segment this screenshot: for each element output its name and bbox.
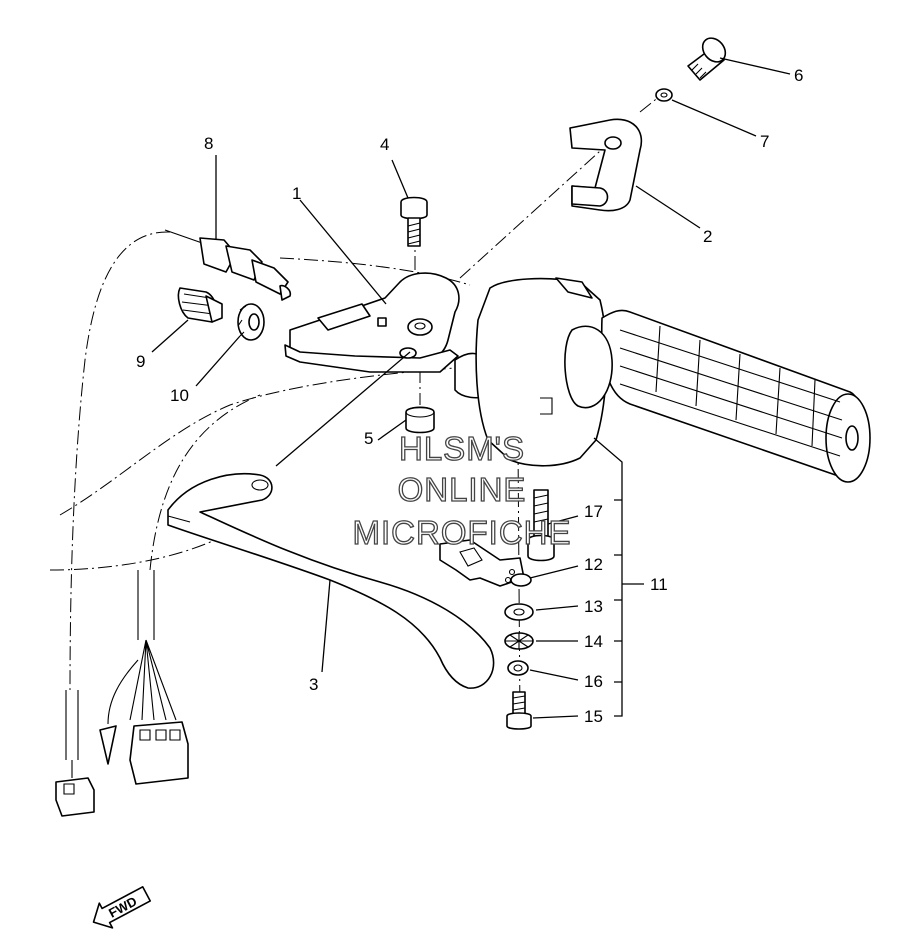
callout-17: 17 bbox=[584, 502, 603, 521]
part-6-screw bbox=[687, 37, 727, 81]
handlebar-grip bbox=[564, 309, 871, 483]
part-16-washer bbox=[507, 660, 529, 676]
callout-8: 8 bbox=[204, 134, 213, 153]
part-17-bolt bbox=[527, 489, 555, 562]
callout-16: 16 bbox=[584, 672, 603, 691]
callout-1: 1 bbox=[292, 184, 301, 203]
callout-4: 4 bbox=[380, 135, 389, 154]
callout-12: 12 bbox=[584, 555, 603, 574]
part-5-nut bbox=[405, 406, 435, 434]
fwd-label: FWD bbox=[106, 894, 139, 921]
callout-10: 10 bbox=[170, 386, 189, 405]
callout-2: 2 bbox=[703, 227, 712, 246]
callout-11: 11 bbox=[650, 575, 668, 594]
part-10-locknut bbox=[237, 303, 265, 341]
part-7-washer bbox=[655, 88, 673, 102]
part-15-screw bbox=[506, 691, 532, 730]
part-9-nut bbox=[177, 287, 223, 323]
callout-9: 9 bbox=[136, 352, 145, 371]
watermark-line-2: ONLINE bbox=[398, 471, 527, 508]
watermark-line-3: MICROFICHE bbox=[353, 514, 572, 551]
part-8-cable-adjuster bbox=[164, 229, 292, 301]
fwd-arrow: FWD bbox=[92, 886, 152, 929]
callout-5: 5 bbox=[364, 429, 373, 448]
callout-14: 14 bbox=[584, 632, 603, 651]
part-1-bracket bbox=[284, 272, 460, 373]
callout-labels: 1 2 3 4 5 6 7 8 9 10 11 12 13 14 15 16 1… bbox=[136, 66, 803, 726]
wiring-harness bbox=[55, 570, 189, 817]
part-4-bolt bbox=[400, 196, 428, 247]
part-14-lockwasher bbox=[504, 632, 534, 650]
watermark-line-1: HLSM'S bbox=[399, 430, 525, 467]
callout-3: 3 bbox=[309, 675, 318, 694]
callout-6: 6 bbox=[794, 66, 803, 85]
part-2-clamp bbox=[569, 118, 643, 212]
callout-13: 13 bbox=[584, 597, 603, 616]
callout-7: 7 bbox=[760, 132, 769, 151]
part-11-switch bbox=[439, 277, 608, 587]
part-13-washer bbox=[504, 603, 534, 621]
callout-15: 15 bbox=[584, 707, 603, 726]
part-12-screw-seat bbox=[510, 573, 532, 587]
watermark: HLSM'S ONLINE MICROFICHE bbox=[352, 429, 572, 551]
leader-lines bbox=[151, 57, 791, 719]
